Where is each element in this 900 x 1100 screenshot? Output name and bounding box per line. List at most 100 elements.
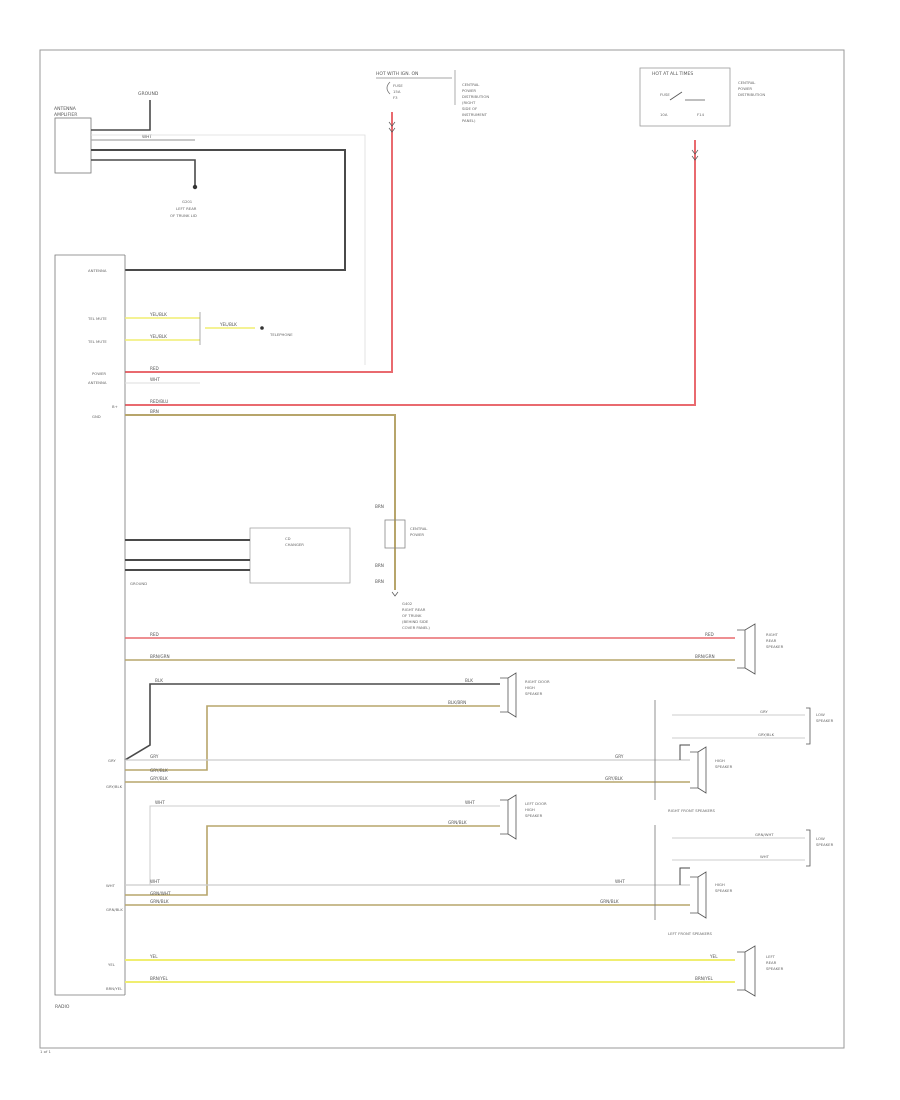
fuse-left-amp: 15A bbox=[393, 89, 401, 94]
radio-pin-antenna-2: ANTENNA bbox=[88, 380, 107, 385]
ground-splice-label-1: G402 bbox=[402, 601, 413, 606]
gnd-wire-label-4: BRN bbox=[375, 579, 384, 584]
telephone-label: TELEPHONE bbox=[269, 332, 293, 337]
shield-line bbox=[91, 134, 366, 365]
diagram-frame bbox=[39, 49, 845, 1049]
red-blu-wire bbox=[125, 140, 696, 406]
radio-pin-antenna: ANTENNA bbox=[88, 268, 107, 273]
antenna-amplifier-label-1: ANTENNA bbox=[54, 106, 77, 112]
fuse-left-desc-1: CENTRAL bbox=[462, 82, 480, 87]
rr-speaker-label-3: SPEAKER bbox=[766, 644, 784, 649]
ld-speaker-label-3: SPEAKER bbox=[525, 813, 543, 818]
lf-low-link bbox=[679, 867, 690, 885]
antenna-splice-label-2: LEFT REAR bbox=[176, 206, 197, 211]
fuse-right-amp: 10A bbox=[660, 112, 668, 117]
lr-pin-2: BRN/YEL bbox=[106, 986, 123, 991]
fuse-left-desc-5: SIDE OF bbox=[462, 106, 477, 111]
antenna-amplifier-label-2: AMPLIFIER bbox=[54, 112, 77, 118]
antenna-amplifier-box bbox=[54, 117, 92, 174]
fuse-right-symbol bbox=[669, 91, 705, 101]
cd-ground-label: GROUND bbox=[130, 581, 147, 586]
antenna-ground-label: GROUND bbox=[138, 91, 159, 97]
lf-pin-2: GRN/BLK bbox=[106, 907, 123, 912]
rf-high-speaker-icon bbox=[690, 746, 707, 794]
lr-wire-label-1: YEL bbox=[149, 954, 158, 959]
fuse-left-title: HOT WITH IGN. ON bbox=[376, 71, 418, 77]
lf-low-label-1: LOW bbox=[816, 836, 825, 841]
rf-wire-label-3: GRY/BLK bbox=[150, 776, 168, 781]
lr-speaker-label-3: SPEAKER bbox=[766, 966, 784, 971]
lf-speakers-title: LEFT FRONT SPEAKERS bbox=[668, 931, 713, 936]
rf-low-label-1: LOW bbox=[816, 712, 825, 717]
fuse-left-desc-2: POWER bbox=[462, 88, 476, 93]
rf-wire-label-1: GRY bbox=[150, 754, 159, 759]
lf-low-label-2: SPEAKER bbox=[816, 842, 834, 847]
rr-wire-label-1: RED bbox=[150, 632, 159, 637]
rd-speaker-label-3: SPEAKER bbox=[525, 691, 543, 696]
radio-label: RADIO bbox=[55, 1004, 70, 1010]
antenna-splice-label-1: G201 bbox=[182, 199, 193, 204]
rf-pin-1: GRY bbox=[108, 758, 116, 763]
lr-speaker-label-2: REAR bbox=[766, 960, 777, 965]
lf-wire-label-5: GRN/BLK bbox=[600, 899, 619, 904]
rf-high-label-1: HIGH bbox=[715, 758, 725, 763]
ld-speaker-label-2: HIGH bbox=[525, 807, 535, 812]
lf-low-wire-label-1: GRN/WHT bbox=[755, 832, 774, 837]
gnd-wire bbox=[125, 414, 396, 590]
ld-speaker-label-1: LEFT DOOR bbox=[525, 801, 547, 806]
fuse-right-title: HOT AT ALL TIMES bbox=[652, 71, 693, 77]
antenna-splice-label-3: OF TRUNK LID bbox=[170, 213, 197, 218]
lr-speaker-label-1: LEFT bbox=[766, 954, 776, 959]
cd-changer-label-2: CHANGER bbox=[285, 542, 304, 547]
rf-low-speaker-icon bbox=[806, 707, 811, 745]
rf-wire-label-2: GRY/BLK bbox=[150, 768, 168, 773]
fuse-left-connector bbox=[388, 121, 396, 133]
fuse-right-connector bbox=[691, 149, 699, 161]
cd-changer-box bbox=[249, 527, 351, 584]
ground-splice-label-5: COVER PANEL) bbox=[402, 625, 430, 630]
fuse-right-desc-1: CENTRAL bbox=[738, 80, 756, 85]
b-plus-wire-label: RED/BLU bbox=[150, 399, 168, 404]
rf-low-wire-label-2: GRY/BLK bbox=[758, 732, 775, 737]
rf-wire-label-4: GRY bbox=[615, 754, 624, 759]
lr-wire-label-4: BRN/YEL bbox=[695, 976, 714, 981]
tel-mute-label-2: YEL/BLK bbox=[149, 334, 167, 339]
radio-pin-telmute-2: TEL MUTE bbox=[87, 339, 107, 344]
cd-changer-label-1: CD bbox=[285, 536, 291, 541]
lr-wire-label-3: YEL bbox=[709, 954, 718, 959]
gnd-wire-label-2: BRN bbox=[375, 504, 384, 509]
lf-wire-label-3: GRN/BLK bbox=[150, 899, 169, 904]
ld-wire-label-1: WHT bbox=[155, 800, 165, 805]
fuse-right-desc-3: DISTRIBUTION bbox=[738, 92, 765, 97]
rd-speaker-label-1: RIGHT DOOR bbox=[525, 679, 550, 684]
lf-low-wire-label-2: WHT bbox=[760, 854, 770, 859]
lf-wire-label-4: WHT bbox=[615, 879, 625, 884]
lf-wire-label-1: WHT bbox=[150, 879, 160, 884]
radio-pin-gnd: GND bbox=[92, 414, 101, 419]
ground-splice-label-3: OF TRUNK bbox=[402, 613, 422, 618]
gnd-wire-label: BRN bbox=[150, 409, 159, 414]
lr-speaker-icon bbox=[737, 945, 756, 997]
rd-speaker-label-2: HIGH bbox=[525, 685, 535, 690]
rf-high-label-2: SPEAKER bbox=[715, 764, 733, 769]
tel-splice-dot bbox=[260, 326, 264, 330]
rd-speaker-icon bbox=[500, 672, 517, 718]
splice-box-label-2: POWER bbox=[410, 532, 424, 537]
fuse-right-box bbox=[639, 67, 731, 127]
rf-low-label-2: SPEAKER bbox=[816, 718, 834, 723]
rf-wire-label-5: GRY/BLK bbox=[605, 776, 623, 781]
lf-pin-1: WHT bbox=[106, 883, 116, 888]
page-mark: 1 of 1 bbox=[40, 1049, 51, 1054]
splice-box bbox=[384, 519, 406, 549]
red-power-wire bbox=[125, 112, 393, 373]
ld-speaker-wire-1 bbox=[125, 805, 500, 886]
tel-mute-label-1: YEL/BLK bbox=[149, 312, 167, 317]
antenna-splice-dot bbox=[192, 184, 198, 190]
rd-wire-label-3: BLK/BRN bbox=[448, 700, 466, 705]
ld-speaker-wire-2 bbox=[125, 825, 500, 896]
gnd-wire-label-3: BRN bbox=[375, 563, 384, 568]
rr-wire-label-3: RED bbox=[705, 632, 714, 637]
radio-pin-b-plus: B+ bbox=[112, 404, 118, 409]
fuse-left-desc-6: INSTRUMENT bbox=[462, 112, 488, 117]
rd-speaker-wire-2 bbox=[125, 705, 500, 771]
